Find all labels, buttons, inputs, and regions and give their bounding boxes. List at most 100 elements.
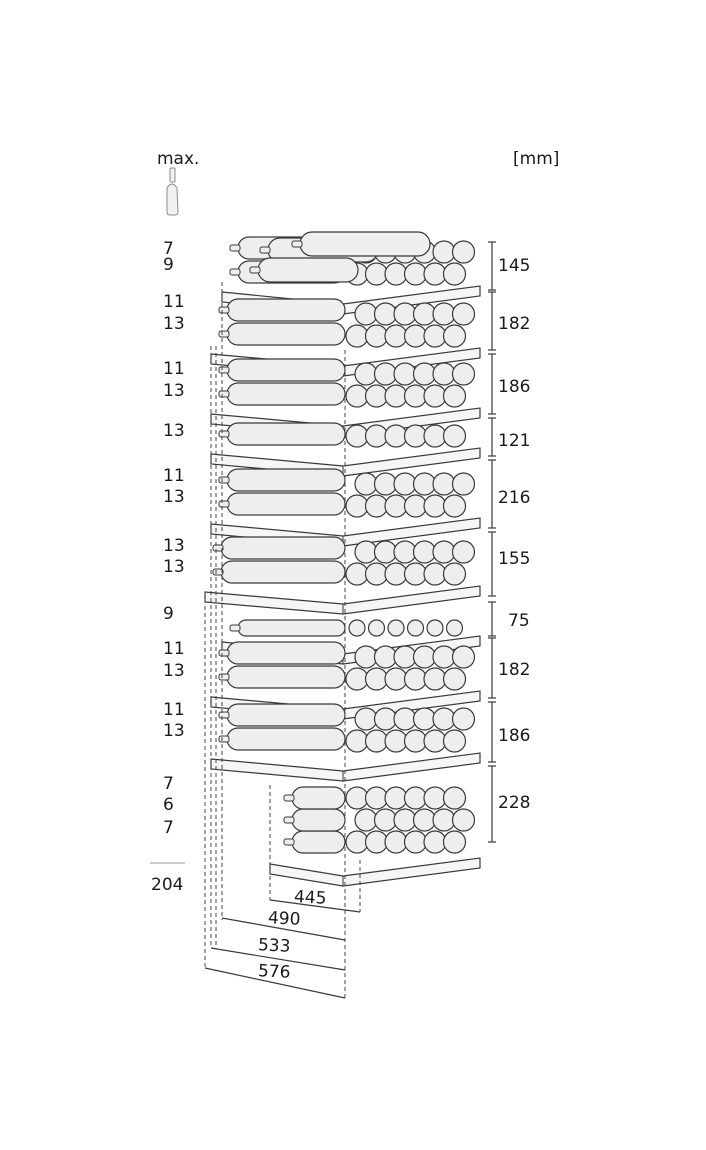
shelf-7-height: 75 <box>508 611 530 631</box>
bottle-end-10-2-4 <box>423 786 447 810</box>
bottle-end-9-0-1 <box>364 729 389 753</box>
shelf-8-count-top: 11 <box>163 639 185 659</box>
shelf-6-count-bottom: 13 <box>163 557 185 577</box>
bottle-end-10-0-1 <box>364 830 389 854</box>
shelf-10-count-bottom: 7 <box>163 818 174 838</box>
bottle-side-1-1-neck <box>229 244 241 252</box>
bottle-end-5-0-1 <box>364 494 389 518</box>
shelf-9 <box>210 703 481 782</box>
bottle-end-3-0-3 <box>403 384 428 408</box>
bottle-side-2-0 <box>226 322 346 346</box>
shelf-1-count-top: 7 <box>163 239 174 259</box>
depth-line-2 <box>210 947 346 971</box>
bottle-side-8-0 <box>226 665 346 689</box>
bottle-side-9-1-neck <box>218 711 230 719</box>
bottle-end-9-1-4 <box>432 707 456 731</box>
bottle-pile-0-neck <box>259 246 271 254</box>
bottle-side-2-1-neck <box>218 306 230 314</box>
shelf-2-count-top: 11 <box>163 292 185 312</box>
bottle-end-6-1-2 <box>393 540 417 564</box>
bottle-end-8-1-1 <box>373 645 398 669</box>
bottle-end-2-0-1 <box>364 324 389 348</box>
bottle-end-9-1-1 <box>373 707 398 731</box>
bottle-end-7-0-0 <box>348 619 366 637</box>
shelf-10 <box>269 786 481 887</box>
shelf-4-count: 13 <box>163 421 185 441</box>
bottle-end-4-0-5 <box>442 424 467 448</box>
height-dimension-bars <box>488 241 496 843</box>
bottle-end-6-1-0 <box>354 540 378 564</box>
bottle-end-9-0-2 <box>384 729 408 753</box>
bottle-end-2-1-0 <box>354 302 378 326</box>
shelf-tray-10 <box>269 857 481 887</box>
bottle-side-9-0-neck <box>218 735 230 743</box>
bottle-end-10-1-5 <box>451 808 476 832</box>
shelf-2-count-bottom: 13 <box>163 314 185 334</box>
bottle-end-3-1-5 <box>451 362 476 386</box>
bottle-side-4-0-neck <box>218 430 230 438</box>
bottle-side-8-1 <box>226 641 346 665</box>
bottle-end-6-1-5 <box>451 540 476 564</box>
bottle-end-10-2-3 <box>403 786 428 810</box>
bottle-side-2-1 <box>226 298 346 322</box>
bottle-end-2-0-5 <box>442 324 467 348</box>
bottle-end-5-1-5 <box>451 472 476 496</box>
bottle-end-10-1-3 <box>412 808 437 832</box>
bottle-end-6-0-0 <box>345 562 369 586</box>
bottle-end-9-0-5 <box>442 729 467 753</box>
bottle-end-4-0-2 <box>384 424 408 448</box>
shelf-3-height: 186 <box>498 377 531 397</box>
bottle-end-5-0-5 <box>442 494 467 518</box>
bottle-end-10-2-2 <box>384 786 408 810</box>
bottle-end-10-2-1 <box>364 786 389 810</box>
bottle-end-9-1-5 <box>451 707 476 731</box>
bottle-side-6-1 <box>220 536 346 560</box>
bottle-end-1-0-5 <box>442 262 467 286</box>
bottle-end-1-1-5 <box>451 240 476 264</box>
bottle-pile-2-neck <box>249 266 261 274</box>
bottle-pile-2 <box>257 257 359 283</box>
bottle-end-8-0-3 <box>403 667 428 691</box>
bottle-end-10-0-5 <box>442 830 467 854</box>
bottle-side-8-0-neck <box>218 673 230 681</box>
bottle-side-6-0 <box>220 560 346 584</box>
bottle-end-6-1-1 <box>373 540 398 564</box>
bottle-end-10-0-2 <box>384 830 408 854</box>
bottle-end-8-1-5 <box>451 645 476 669</box>
shelf-6-height: 155 <box>498 549 531 569</box>
bottle-end-2-1-1 <box>373 302 398 326</box>
bottle-end-10-0-3 <box>403 830 428 854</box>
bottle-end-1-0-3 <box>403 262 428 286</box>
shelf-8-height: 182 <box>498 660 531 680</box>
bottle-end-8-1-2 <box>393 645 417 669</box>
shelf-6 <box>204 536 481 615</box>
bottle-side-10-2-neck <box>283 794 295 802</box>
depth-dimension-lines <box>204 899 361 999</box>
bottle-end-8-1-3 <box>412 645 437 669</box>
bottle-end-2-0-3 <box>403 324 428 348</box>
bottle-end-6-1-4 <box>432 540 456 564</box>
bottle-end-3-1-4 <box>432 362 456 386</box>
bottle-end-7-0-3 <box>406 619 425 637</box>
bottle-end-8-0-4 <box>423 667 447 691</box>
bottle-end-1-0-1 <box>364 262 389 286</box>
wine-bottle-icon <box>166 167 179 216</box>
bottle-end-5-1-1 <box>373 472 398 496</box>
bottle-total: 204 <box>151 875 184 895</box>
bottle-end-6-0-3 <box>403 562 428 586</box>
bottle-side-8-1-neck <box>218 649 230 657</box>
depth-label-533: 533 <box>257 935 291 957</box>
bottle-end-2-0-0 <box>345 324 369 348</box>
shelf-2-height: 182 <box>498 314 531 334</box>
bottle-end-9-1-3 <box>412 707 437 731</box>
shelf-1 <box>221 231 481 315</box>
shelf-6-count-top: 13 <box>163 536 185 556</box>
shelf-3-count-top: 11 <box>163 359 185 379</box>
bottle-end-7-0-5 <box>445 619 464 637</box>
bottle-end-3-1-3 <box>412 362 437 386</box>
bottle-end-10-0-4 <box>423 830 447 854</box>
bottle-end-2-1-4 <box>432 302 456 326</box>
bottle-side-7-0-neck <box>229 624 241 632</box>
bottle-end-10-0-0 <box>345 830 369 854</box>
depth-label-490: 490 <box>267 908 301 930</box>
